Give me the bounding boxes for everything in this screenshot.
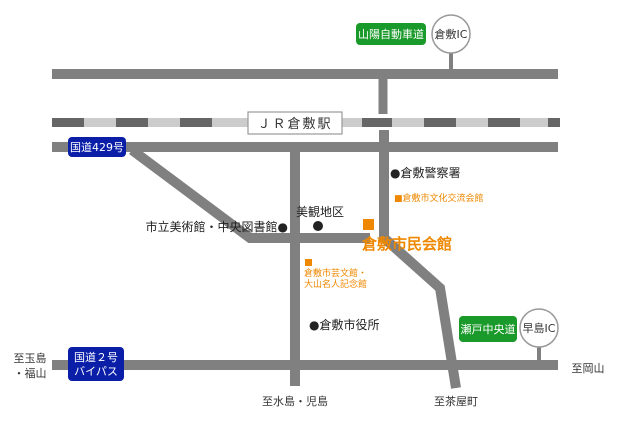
sanyo-expressway: 山陽自動車道 [356, 23, 426, 45]
route-label-2-line1: 国道２号 [74, 350, 118, 364]
expressway-label-sanyo: 山陽自動車道 [358, 27, 424, 41]
expressway-badge-sanyo [356, 23, 426, 45]
route-2-badge: 国道２号 バイパス [68, 347, 124, 381]
rail-segment [52, 118, 84, 127]
road-chayamachi [379, 130, 461, 389]
route-badge-2 [68, 347, 124, 381]
venue-label: 倉敷市民会館 [361, 235, 452, 253]
route-429-badge: 国道429号 [68, 137, 126, 157]
road-diagonal-west [129, 145, 370, 243]
expressway-label-setochuo: 瀬戸中央道 [461, 322, 516, 336]
expressway-badge-setochuo [459, 316, 517, 342]
geibunkan-label-line2: 大山名人記念館 [304, 278, 367, 290]
bunka-center-label: ■倉敷市文化交流会館 [394, 192, 484, 204]
venue-marker [363, 219, 374, 230]
station-label: ＪＲ倉敷駅 [257, 117, 332, 132]
destination-okayama: 至岡山 [572, 362, 605, 375]
destination-tamashima-line2: ・福山 [14, 366, 47, 380]
station-box [247, 111, 343, 135]
route-badge-429 [68, 137, 126, 157]
city-office-label: ●倉敷市役所 [309, 317, 379, 332]
police-station-label: ●倉敷警察署 [390, 165, 460, 180]
destination-mizushima: 至水島・児島 [262, 394, 328, 408]
setochuo-expressway: 瀬戸中央道 [459, 316, 517, 342]
rail-segment [488, 118, 520, 127]
geibunkan-label-line1: 倉敷市芸文館・ [304, 267, 367, 279]
roads [52, 69, 558, 389]
rail-segment [180, 118, 212, 127]
museum-library-label: 市立美術館・中央図書館● [146, 219, 288, 234]
route-label-429: 国道429号 [70, 140, 124, 154]
rail-segment [548, 118, 560, 127]
ic-label-kurashiki: 倉敷IC [435, 27, 468, 41]
ic-circle [519, 308, 559, 348]
ic-kurashiki: 倉敷IC [431, 14, 471, 72]
bikan-label: 美観地区 [296, 205, 344, 219]
rail-segment [116, 118, 148, 127]
ic-label-hayashima: 早島IC [523, 321, 556, 335]
ic-hayashima: 早島IC [519, 308, 559, 362]
geibunkan-marker [305, 259, 312, 266]
destination-tamashima-line1: 至玉島 [14, 351, 47, 365]
route-label-2-line2: バイパス [74, 365, 118, 378]
rail-segment [424, 118, 456, 127]
bikan-marker [313, 221, 323, 231]
destination-chayamachi: 至茶屋町 [434, 395, 478, 408]
station-kurashiki: ＪＲ倉敷駅 [247, 111, 343, 135]
rail-segment [362, 118, 392, 127]
ic-circle [431, 14, 471, 54]
